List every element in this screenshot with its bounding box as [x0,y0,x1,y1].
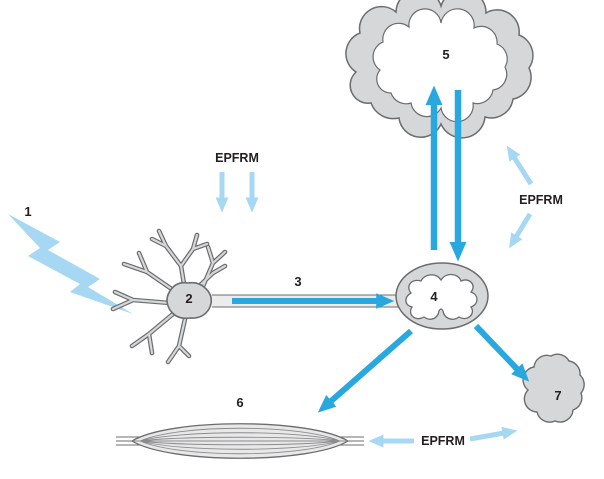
epfrm-arrows [215,145,534,448]
neuron-soma [166,281,213,320]
gland-shape [522,353,585,423]
lightning-bolt-icon [8,214,133,314]
epfrm-arrow-to-spinal-cord [508,212,533,249]
muscle-fibers [134,427,346,455]
spinal-cord-gray-matter [405,273,478,320]
axon-outline [212,294,400,308]
label-gland: 7 [554,388,561,403]
epfrm-label-right: EPFRM [519,193,563,207]
label-neuron: 2 [185,291,192,306]
epfrm-label-bottom: EPFRM [421,434,465,448]
epfrm-label-top: EPFRM [215,151,259,165]
spinal-cord-shape [395,262,489,330]
brain-shape [345,0,534,139]
muscle-shape [116,423,364,459]
diagram-labels: 1 2 3 4 5 6 7 EPFRM EPFRM EPFRM [24,47,562,448]
label-muscle: 6 [236,395,243,410]
arrow-to-muscle [317,328,413,413]
label-axon: 3 [294,274,301,289]
lightning-bolt-shape [8,214,133,314]
label-brain: 5 [442,47,449,62]
arrow-to-gland [473,323,530,382]
label-stimulus: 1 [24,204,31,219]
brain-inner-outline [372,8,508,123]
neuron-shape [110,228,228,365]
neuron-dendrites-fill [111,229,227,364]
gland-outline [522,353,585,423]
pathway-arrows [232,85,530,413]
epfrm-arrow-to-gland [469,426,518,442]
label-spinal-cord: 4 [430,289,438,304]
epfrm-arrow-to-brain [506,145,534,186]
